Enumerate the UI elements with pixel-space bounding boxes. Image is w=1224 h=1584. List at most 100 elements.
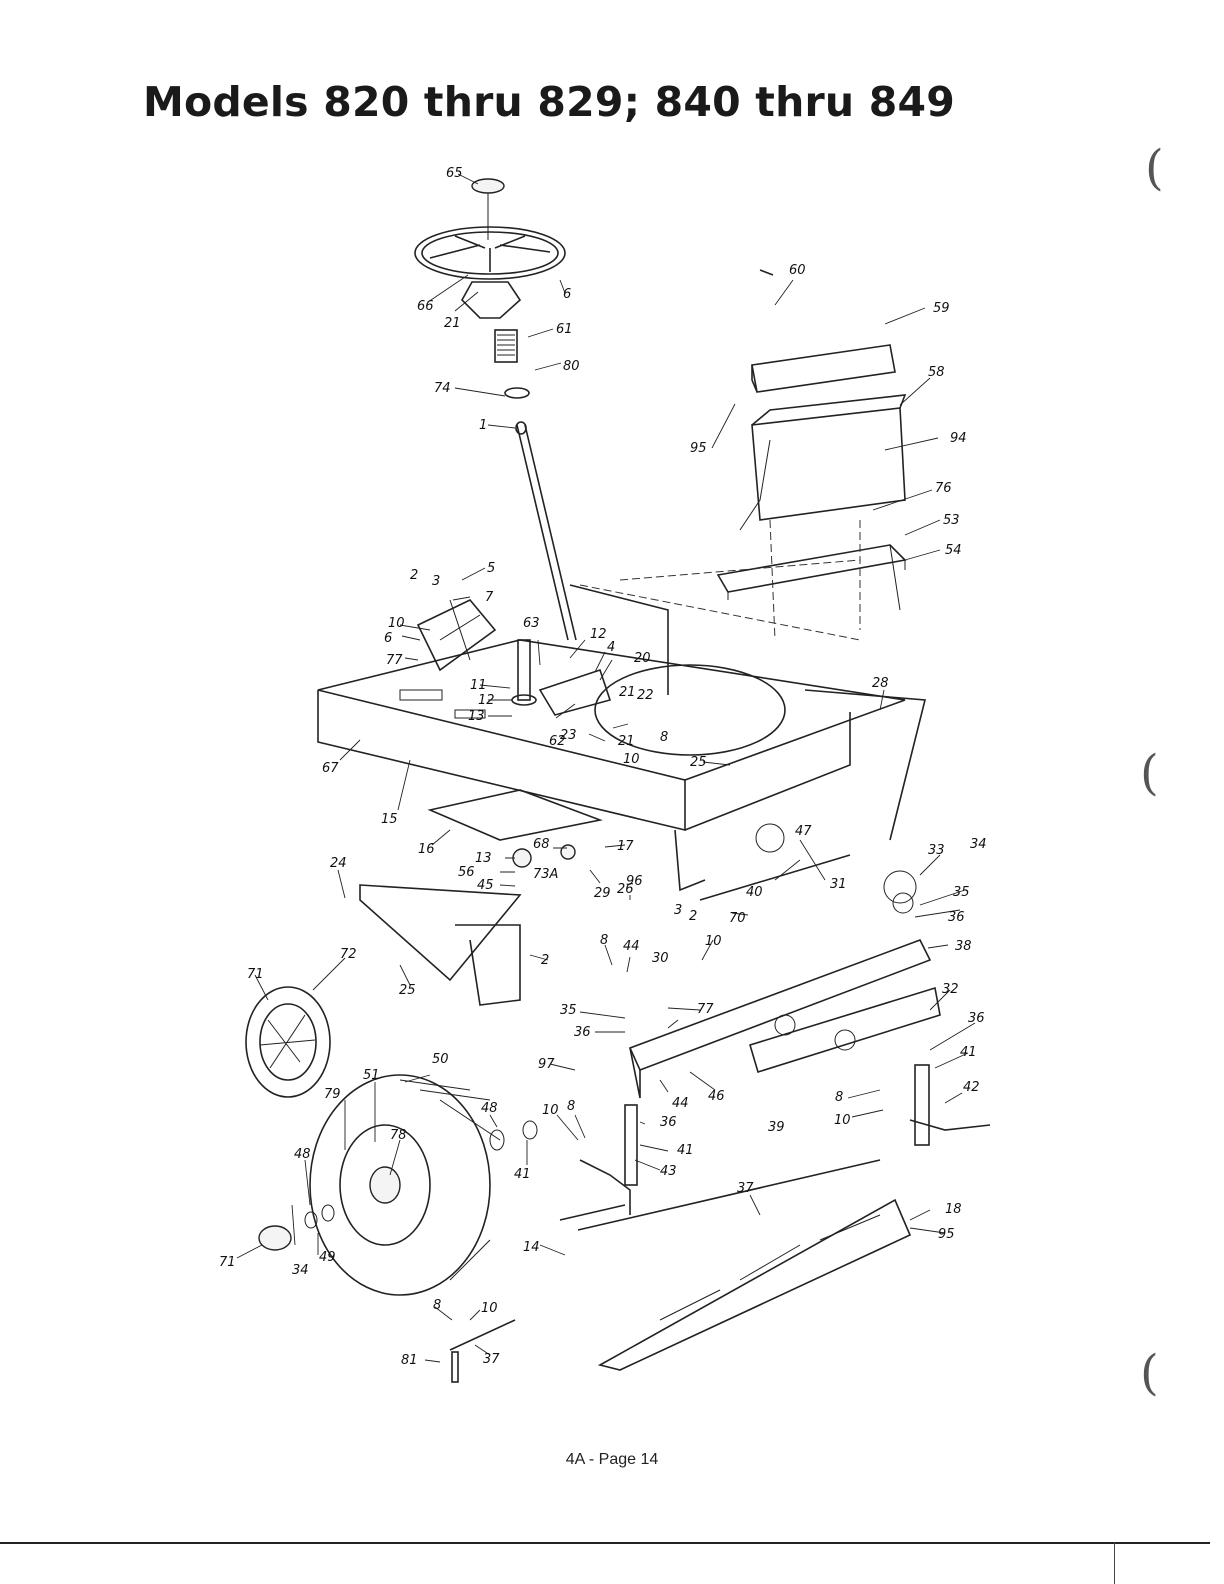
callout-25: 25 xyxy=(690,755,707,770)
callout-8b: 8 xyxy=(600,933,608,948)
callout-35b: 35 xyxy=(560,1003,577,1018)
callout-76: 76 xyxy=(935,481,952,496)
callout-18: 18 xyxy=(945,1202,962,1217)
battery-assembly xyxy=(579,269,907,641)
callout-47: 47 xyxy=(795,824,812,839)
binder-mark-top: ( xyxy=(1145,140,1164,196)
callout-60: 60 xyxy=(789,263,806,278)
callout-35: 35 xyxy=(953,885,970,900)
callout-66: 66 xyxy=(417,299,434,314)
callout-41b: 41 xyxy=(514,1167,531,1182)
callout-3b: 3 xyxy=(674,903,682,918)
callout-22: 22 xyxy=(637,688,654,703)
callout-36d: 36 xyxy=(660,1115,677,1130)
page-footer: 4A - Page 14 xyxy=(565,1451,659,1468)
callout-21c: 21 xyxy=(618,734,635,749)
callout-17: 17 xyxy=(617,839,634,854)
callout-10: 10 xyxy=(388,616,405,631)
callout-labels: 65 6 66 21 61 80 74 1 60 59 58 95 94 76 … xyxy=(219,166,987,1368)
callout-25b: 25 xyxy=(399,983,416,998)
callout-7: 7 xyxy=(485,590,494,605)
callout-11: 11 xyxy=(470,678,487,693)
callout-53: 53 xyxy=(943,513,960,528)
callout-96: 96 xyxy=(626,874,643,889)
callout-39: 39 xyxy=(768,1120,785,1135)
callout-3: 3 xyxy=(432,574,440,589)
callout-37b: 37 xyxy=(483,1352,500,1367)
callout-54: 54 xyxy=(945,543,962,558)
callout-31: 31 xyxy=(830,877,847,892)
callout-81: 81 xyxy=(401,1353,418,1368)
callout-77b: 77 xyxy=(697,1002,714,1017)
callout-51: 51 xyxy=(363,1068,380,1083)
callout-63: 63 xyxy=(523,616,540,631)
callout-42: 42 xyxy=(963,1080,980,1095)
frame xyxy=(317,584,927,892)
callout-80: 80 xyxy=(563,359,580,374)
callout-36b: 36 xyxy=(574,1025,591,1040)
callout-79: 79 xyxy=(324,1087,341,1102)
callout-97: 97 xyxy=(538,1057,555,1072)
callout-94: 94 xyxy=(950,431,967,446)
callout-44: 44 xyxy=(623,939,640,954)
callout-21: 21 xyxy=(444,316,461,331)
callout-73A: 73A xyxy=(533,867,558,882)
callout-49: 49 xyxy=(319,1250,336,1265)
callout-10c: 10 xyxy=(705,934,722,949)
callout-65: 65 xyxy=(446,166,463,181)
bottom-tick-mark xyxy=(1114,1542,1115,1584)
callout-77: 77 xyxy=(386,653,403,668)
callout-33: 33 xyxy=(928,843,945,858)
callout-46: 46 xyxy=(708,1089,725,1104)
callout-36c: 36 xyxy=(968,1011,985,1026)
callout-8c: 8 xyxy=(835,1090,843,1105)
callout-37: 37 xyxy=(737,1181,754,1196)
callout-48b: 48 xyxy=(294,1147,311,1162)
callout-30: 30 xyxy=(652,951,669,966)
callout-10e: 10 xyxy=(542,1103,559,1118)
callout-38: 38 xyxy=(955,939,972,954)
binder-mark-middle: ( xyxy=(1140,745,1159,801)
callout-2b: 2 xyxy=(541,953,549,968)
callout-71b: 71 xyxy=(219,1255,236,1270)
callout-34b: 34 xyxy=(292,1263,309,1278)
callout-58: 58 xyxy=(928,365,945,380)
bottom-divider xyxy=(0,1542,1210,1544)
steering-wheel xyxy=(414,178,577,641)
callout-13: 13 xyxy=(468,709,485,724)
leader-lines xyxy=(236,173,976,1363)
steering-sector xyxy=(416,599,612,868)
callout-15: 15 xyxy=(381,812,398,827)
callout-44b: 44 xyxy=(672,1096,689,1111)
callout-8: 8 xyxy=(660,730,668,745)
callout-8d: 8 xyxy=(567,1099,575,1114)
callout-24: 24 xyxy=(330,856,347,871)
callout-74: 74 xyxy=(434,381,451,396)
page-title: Models 820 thru 829; 840 thru 849 xyxy=(143,78,955,126)
callout-5: 5 xyxy=(487,561,495,576)
callout-10b: 10 xyxy=(623,752,640,767)
callout-21b: 21 xyxy=(619,685,636,700)
callout-72: 72 xyxy=(340,947,357,962)
callout-14: 14 xyxy=(523,1240,540,1255)
callout-23: 23 xyxy=(560,728,577,743)
callout-78: 78 xyxy=(390,1128,407,1143)
callout-6b: 6 xyxy=(384,631,392,646)
callout-13b: 13 xyxy=(475,851,492,866)
callout-28: 28 xyxy=(872,676,889,691)
callout-40: 40 xyxy=(746,885,763,900)
callout-56: 56 xyxy=(458,865,475,880)
callout-32: 32 xyxy=(942,982,959,997)
callout-48: 48 xyxy=(481,1101,498,1116)
callout-95b: 95 xyxy=(938,1227,955,1242)
callout-4: 4 xyxy=(607,640,615,655)
drag-link-detail xyxy=(449,1319,516,1383)
callout-8e: 8 xyxy=(433,1298,441,1313)
callout-41c: 41 xyxy=(677,1143,694,1158)
callout-6: 6 xyxy=(563,287,571,302)
callout-70: 70 xyxy=(729,911,746,926)
callout-26: 26 xyxy=(617,882,634,897)
callout-16: 16 xyxy=(418,842,435,857)
spindles xyxy=(559,870,991,1221)
callout-34: 34 xyxy=(970,837,987,852)
